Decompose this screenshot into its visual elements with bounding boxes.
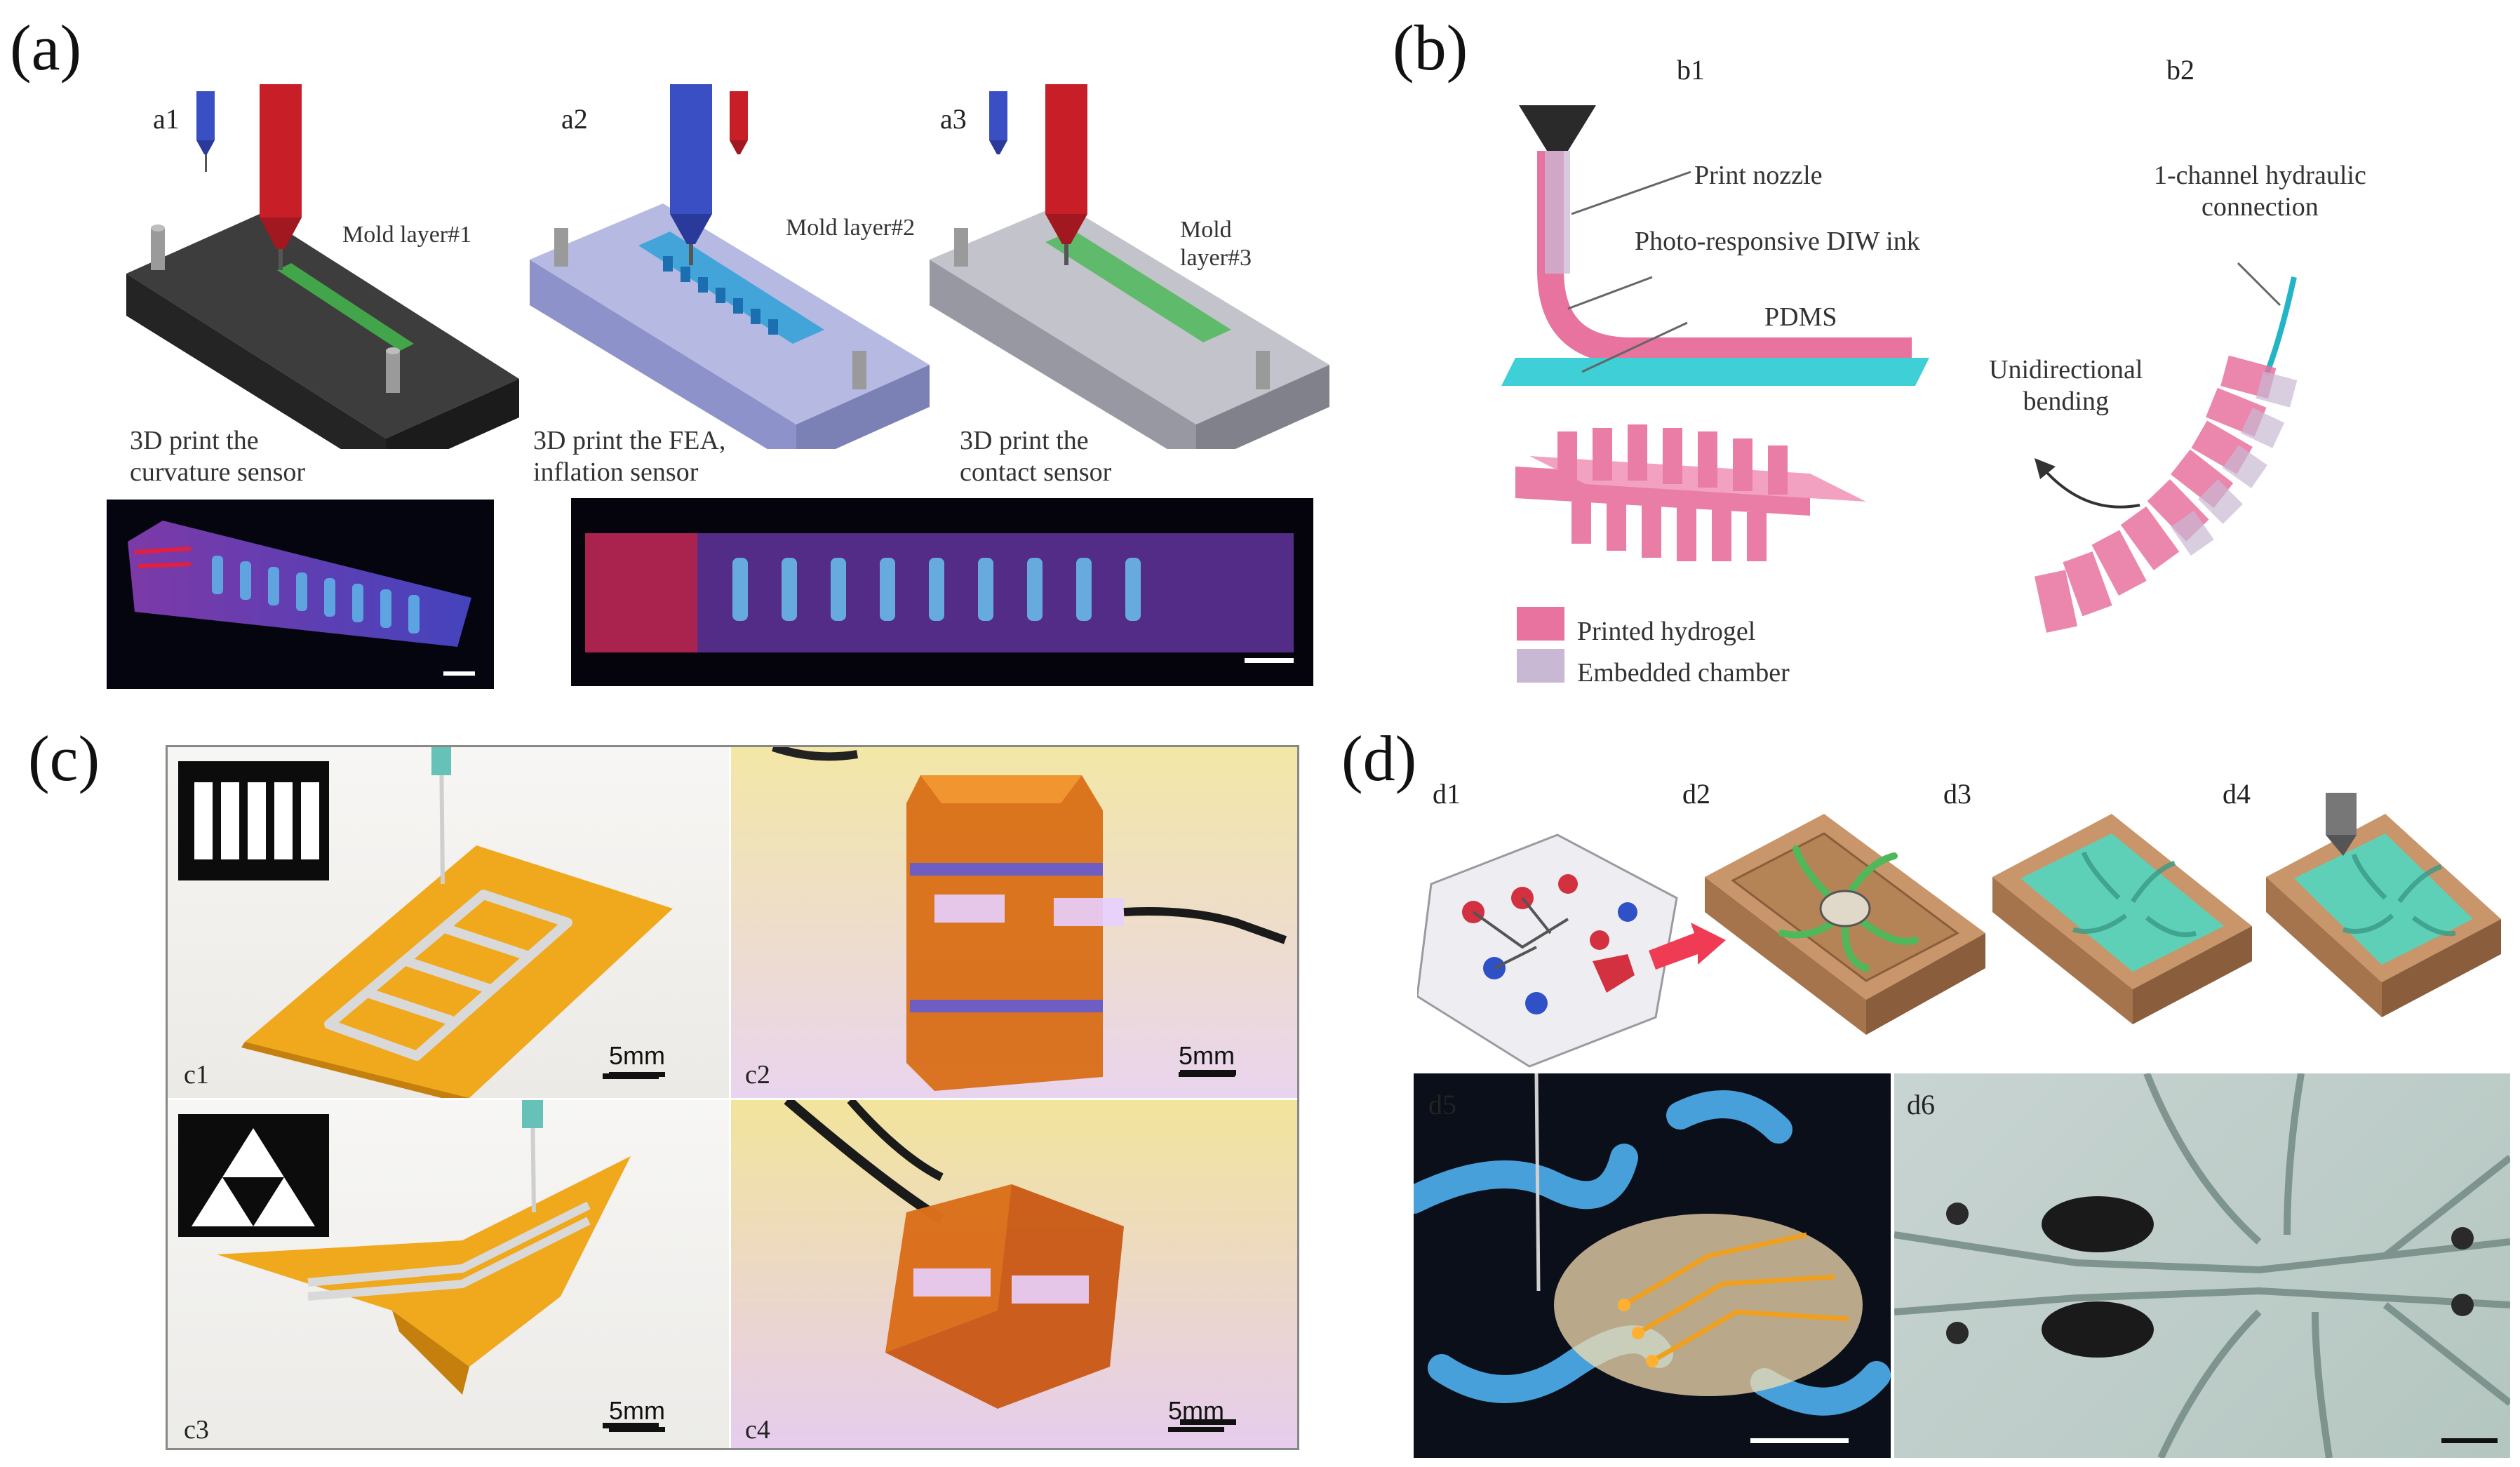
photo-sensor-right: [571, 498, 1313, 686]
label-unidirectional-bending: Unidirectional bending: [1989, 355, 2143, 416]
label-print-nozzle: Print nozzle: [1694, 161, 1823, 190]
panel-label-b: (b): [1393, 12, 1468, 83]
photo-c3: [168, 1100, 729, 1448]
caption-a2: 3D print the FEA, inflation sensor: [533, 426, 726, 487]
panel-label-d: (d): [1341, 723, 1417, 794]
cell-label-c4: c4: [745, 1415, 770, 1445]
caption-a3: 3D print the contact sensor: [960, 426, 1112, 487]
photo-c4: [731, 1100, 1297, 1448]
mold-label-2: Mold layer#2: [786, 215, 916, 241]
sub-label-d6: d6: [1907, 1089, 1935, 1120]
scale-bar: [609, 1072, 665, 1077]
photo-c1: [168, 747, 729, 1098]
sub-label-d1: d1: [1433, 778, 1461, 810]
mold-label-1: Mold layer#1: [342, 222, 472, 248]
legend-embedded-chamber: Embedded chamber: [1577, 658, 1790, 688]
scale-c3: 5mm: [609, 1396, 665, 1432]
label-pdms: PDMS: [1764, 302, 1837, 332]
legend-printed-hydrogel: Printed hydrogel: [1577, 617, 1756, 646]
mold-block-a2: [530, 84, 930, 449]
sub-label-d2: d2: [1682, 778, 1710, 810]
scale-c4: 5mm: [1168, 1396, 1224, 1432]
sub-label-a2: a2: [561, 103, 588, 135]
mold-block-a1: [126, 84, 519, 449]
process-steps-d: [1417, 793, 2501, 1068]
hydrogel-printing-diagram: [1501, 105, 2298, 683]
sub-label-b2: b2: [2166, 54, 2194, 86]
mold-block-a3: [930, 84, 1329, 449]
label-diw-ink: Photo-responsive DIW ink: [1635, 227, 1920, 256]
photo-d6: [1894, 1073, 2510, 1458]
cell-label-c3: c3: [184, 1415, 209, 1445]
label-hydraulic-connection: 1-channel hydraulic connection: [2154, 161, 2366, 222]
scale-bar: [1168, 1427, 1224, 1432]
caption-a1: 3D print the curvature sensor: [130, 426, 306, 487]
mold-label-3: Mold layer#3: [1180, 217, 1252, 272]
cell-label-c1: c1: [184, 1060, 209, 1090]
panel-label-c: (c): [28, 723, 100, 794]
scale-c1: 5mm: [609, 1041, 665, 1077]
photo-grid-c: [166, 745, 1299, 1450]
cell-label-c2: c2: [745, 1060, 770, 1090]
photo-sensor-left: [107, 500, 494, 689]
photo-d5: [1414, 1073, 1891, 1458]
scale-bar: [1179, 1072, 1235, 1077]
sub-label-d5: d5: [1428, 1089, 1456, 1120]
sub-label-d4: d4: [2223, 778, 2251, 810]
scale-bar: [609, 1427, 665, 1432]
panel-label-a: (a): [10, 12, 82, 83]
sub-label-b1: b1: [1677, 54, 1705, 86]
sub-label-d3: d3: [1943, 778, 1971, 810]
sub-label-a3: a3: [940, 103, 967, 135]
photo-c2: [731, 747, 1297, 1098]
sub-label-a1: a1: [153, 103, 180, 135]
scale-c2: 5mm: [1179, 1041, 1235, 1077]
